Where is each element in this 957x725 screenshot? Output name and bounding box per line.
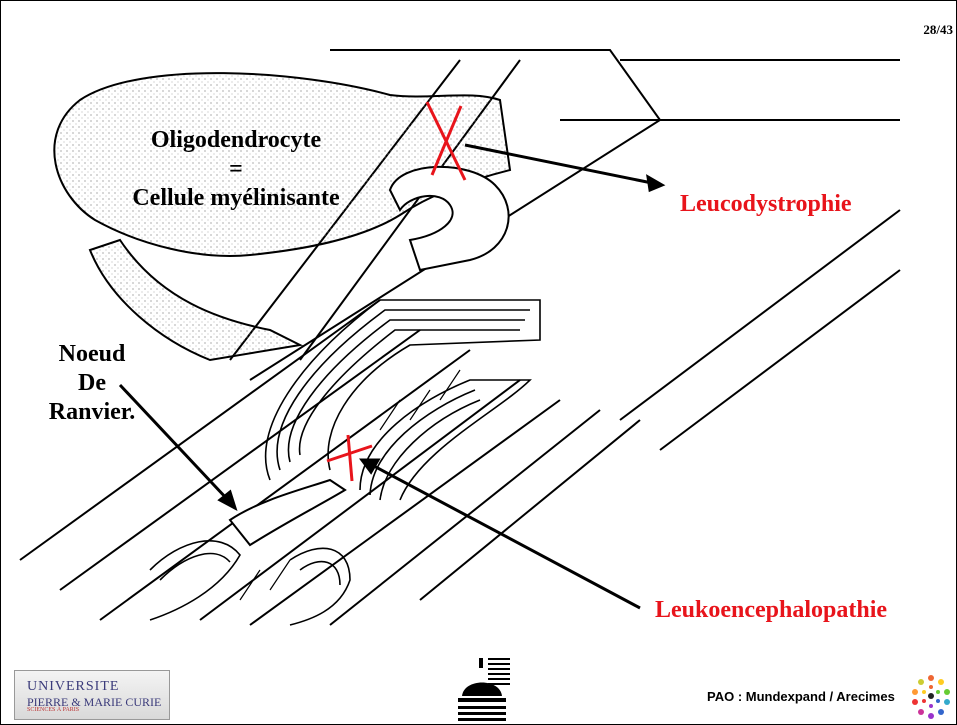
- lesion-cross-lower-b: [348, 435, 352, 481]
- university-logo-line3: SCIENCES À PARIS: [27, 707, 79, 713]
- label-oligodendrocyte: Oligodendrocyte = Cellule myélinisante: [105, 126, 367, 212]
- label-leucodystrophie: Leucodystrophie: [680, 190, 852, 219]
- ranvier-text: Ranvier.: [36, 398, 148, 427]
- footer-credit: PAO : Mundexpand / Arecimes: [707, 689, 895, 704]
- dome-building-logo: [452, 656, 512, 722]
- myelin-wrap-loop: [390, 167, 509, 270]
- color-wheel-logo: [905, 668, 955, 724]
- equals-text: =: [105, 155, 367, 184]
- oligodendrocyte-text: Oligodendrocyte: [105, 126, 367, 155]
- arrow-from-leukoencephalopathie: [372, 465, 640, 608]
- university-logo-line1: UNIVERSITE: [27, 679, 119, 695]
- label-leukoencephalopathie: Leukoencephalopathie: [655, 596, 887, 625]
- noeud-text: Noeud: [36, 340, 148, 369]
- label-noeud-de-ranvier: Noeud De Ranvier.: [36, 340, 148, 426]
- node-of-ranvier-axon: [230, 480, 345, 545]
- cellule-text: Cellule myélinisante: [105, 184, 367, 213]
- de-text: De: [36, 369, 148, 398]
- university-logo: UNIVERSITE PIERRE & MARIE CURIE SCIENCES…: [14, 670, 170, 720]
